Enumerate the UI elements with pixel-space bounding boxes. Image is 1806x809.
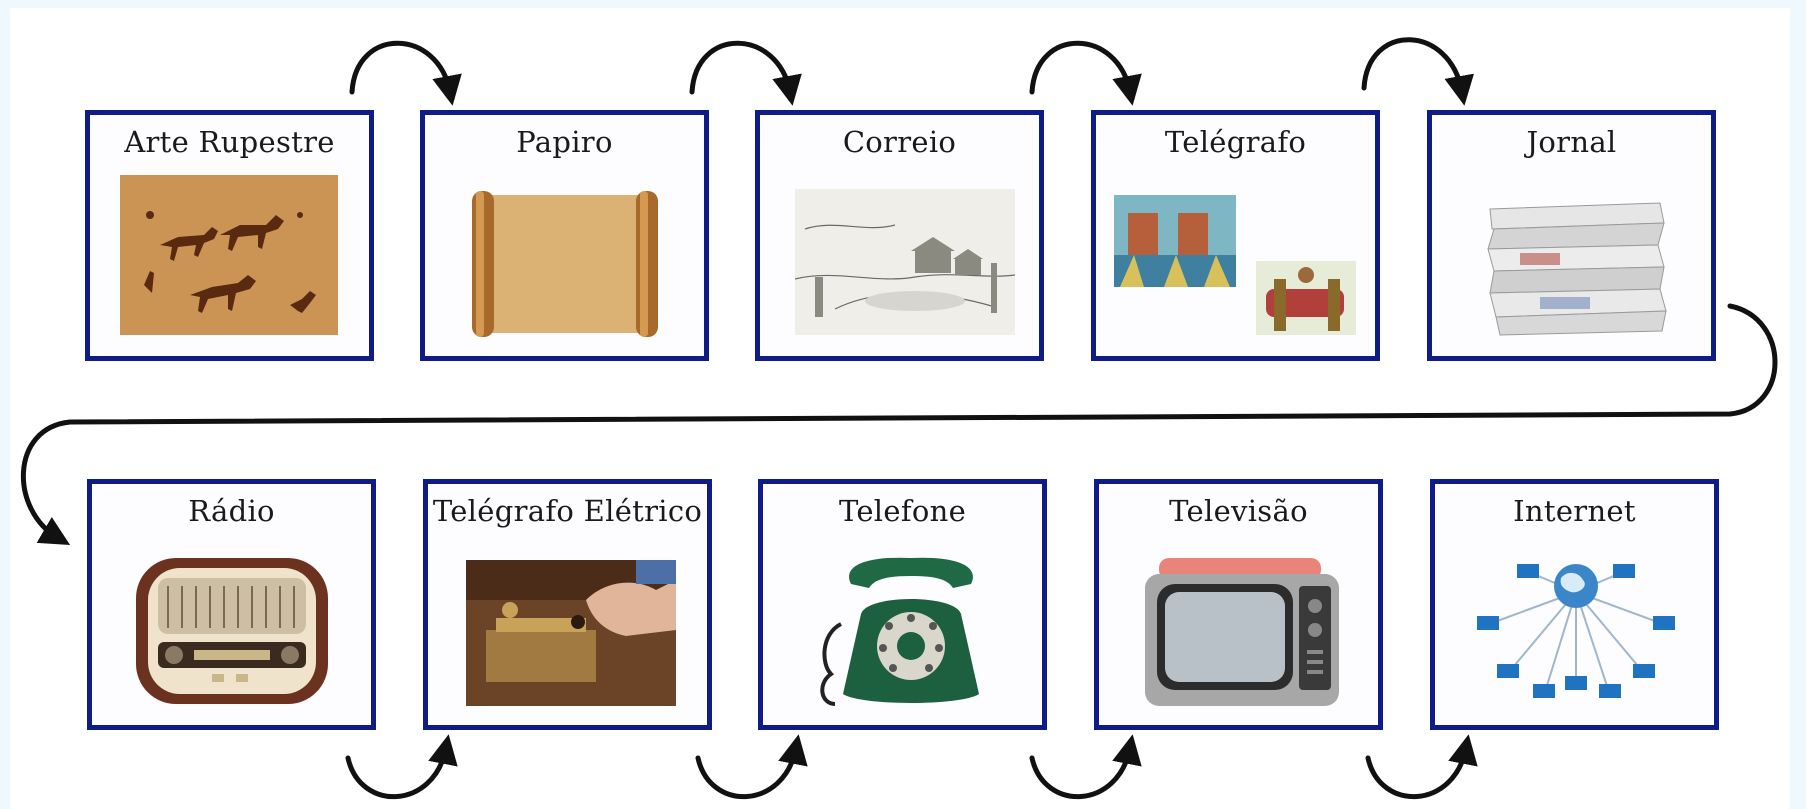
stage-card-telegrafo-eletrico: Telégrafo Elétrico [423, 479, 712, 730]
stage-title: Papiro [516, 125, 613, 159]
arrow-1-to-2 [349, 40, 462, 106]
arrow-row-wrap [20, 303, 1778, 546]
rotary-phone-icon [811, 554, 1001, 708]
arrow-3-to-4 [1029, 40, 1142, 106]
stage-title: Rádio [188, 494, 275, 528]
arrow-2-to-3 [689, 40, 802, 106]
network-globe-icon [1469, 552, 1683, 708]
arrow-8-to-9 [1029, 734, 1142, 799]
stage-title: Telefone [838, 494, 967, 528]
stage-title: Correio [842, 125, 957, 159]
arrow-4-to-5 [1361, 37, 1474, 106]
stage-title: Televisão [1169, 494, 1308, 528]
arrow-9-to-10 [1365, 734, 1478, 799]
vintage-radio-icon [132, 552, 332, 712]
optical-telegraph-icon [1114, 195, 1364, 335]
stage-title: Arte Rupestre [124, 125, 335, 159]
newspaper-stack-icon [1480, 189, 1670, 339]
stage-card-radio: Rádio [87, 479, 376, 730]
stage-card-arte-rupestre: Arte Rupestre [85, 110, 374, 361]
post-village-sketch-icon [795, 189, 1015, 335]
stage-title: Jornal [1526, 125, 1617, 159]
telegraph-key-icon [466, 560, 676, 706]
stage-card-internet: Internet [1430, 479, 1719, 730]
arrow-6-to-7 [345, 734, 458, 799]
old-television-icon [1139, 550, 1345, 712]
cave-painting-icon [120, 175, 338, 335]
stage-card-telegrafo: Telégrafo [1091, 110, 1380, 361]
stage-title: Telégrafo [1164, 125, 1307, 159]
stage-card-papiro: Papiro [420, 110, 709, 361]
arrow-7-to-8 [695, 734, 808, 799]
stage-title: Telégrafo Elétrico [432, 494, 703, 528]
stage-card-televisao: Televisão [1094, 479, 1383, 730]
papyrus-scroll-icon [470, 189, 660, 339]
stage-card-correio: Correio [755, 110, 1044, 361]
stage-card-jornal: Jornal [1427, 110, 1716, 361]
stage-title: Internet [1513, 494, 1636, 528]
stage-card-telefone: Telefone [758, 479, 1047, 730]
